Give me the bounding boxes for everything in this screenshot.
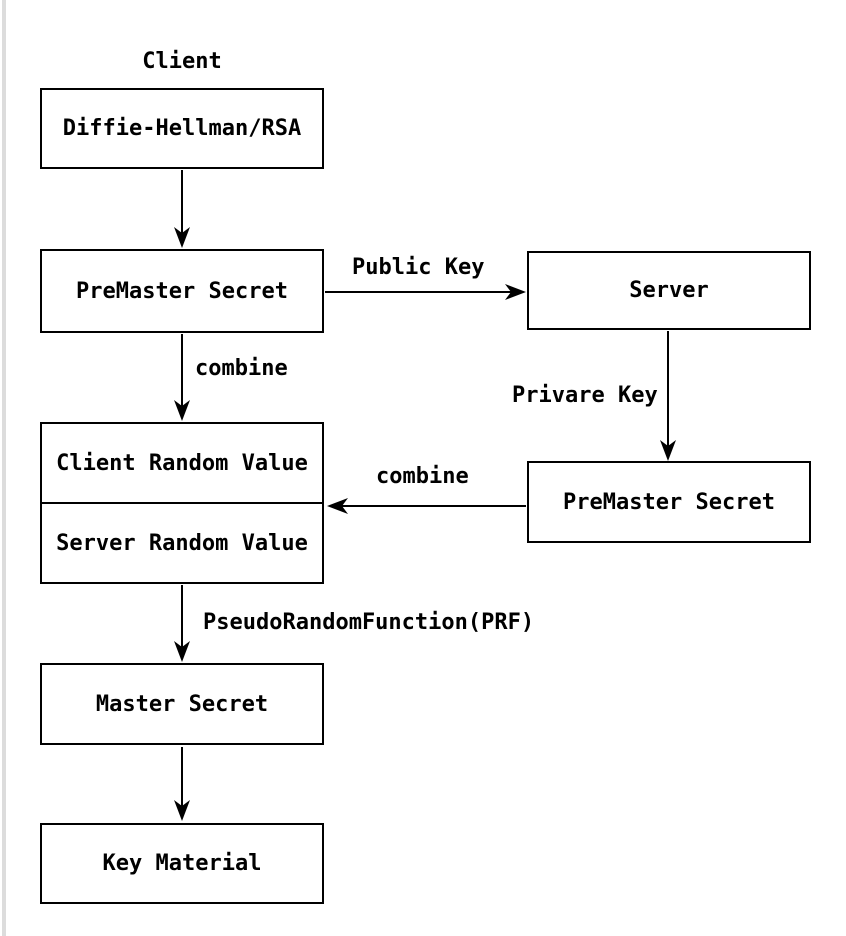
box-server: Server <box>527 251 811 330</box>
arrow-dhrsa-to-premaster <box>174 170 190 248</box>
label-prf: PseudoRandomFunction(PRF) <box>203 610 535 635</box>
cell-server-random-value: Server Random Value <box>56 530 308 556</box>
cell-client-random-value: Client Random Value <box>42 424 322 504</box>
label-combine-from-client: combine <box>195 356 288 381</box>
box-premaster-secret-client: PreMaster Secret <box>40 249 324 333</box>
page-left-border <box>2 0 6 936</box>
box-premaster-secret-server: PreMaster Secret <box>527 461 811 543</box>
arrow-combine-from-client <box>174 334 190 421</box>
arrow-publickey-to-server <box>325 284 526 300</box>
arrow-master-to-keymaterial <box>174 747 190 821</box>
arrow-server-to-premaster <box>660 331 676 461</box>
label-private-key: Privare Key <box>512 383 658 408</box>
box-master-secret: Master Secret <box>40 663 324 745</box>
box-random-values: Client Random Value Server Random Value <box>40 422 324 584</box>
arrow-combine-from-server <box>327 498 526 514</box>
box-key-material: Key Material <box>40 823 324 904</box>
box-diffie-hellman-rsa: Diffie-Hellman/RSA <box>40 88 324 169</box>
arrow-prf-to-master <box>174 585 190 662</box>
label-combine-from-server: combine <box>376 464 469 489</box>
client-heading: Client <box>142 49 222 74</box>
label-public-key: Public Key <box>352 255 485 280</box>
